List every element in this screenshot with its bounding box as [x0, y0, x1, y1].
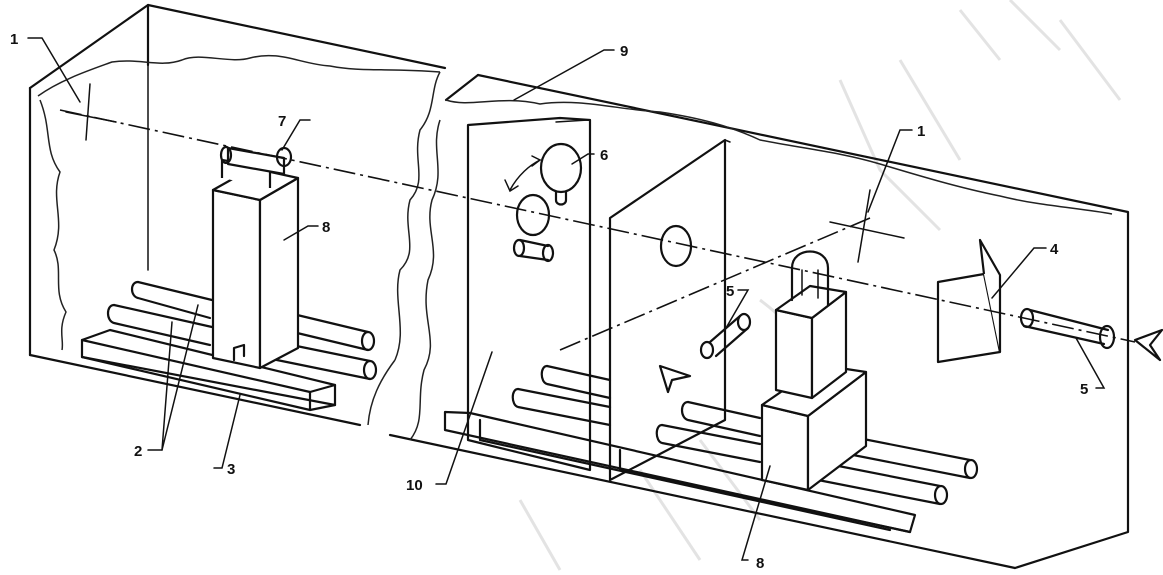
back-panel: [608, 138, 731, 482]
right-room: [388, 73, 1130, 570]
viewing-tubes: [699, 307, 1116, 360]
label-1-left: 1: [10, 31, 18, 48]
part-labels: 1 1 2 3 4 5 5 6 7 8 8 9 10: [10, 31, 1088, 572]
optical-axis: [59, 83, 1136, 351]
partition-panel: [466, 116, 592, 472]
label-5-right: 5: [1080, 381, 1088, 398]
label-1-right: 1: [917, 123, 925, 140]
label-7: 7: [278, 113, 286, 130]
label-6: 6: [600, 147, 608, 164]
observer-markers: [658, 328, 1163, 394]
label-9: 9: [620, 43, 628, 60]
leader-lines: [27, 37, 1106, 561]
label-8-right: 8: [756, 555, 764, 572]
right-stand: [760, 250, 868, 492]
label-2: 2: [134, 443, 142, 460]
left-rail: [80, 328, 337, 412]
label-8-left: 8: [322, 219, 330, 236]
screen: [936, 238, 1002, 364]
left-room: [28, 3, 447, 427]
label-4: 4: [1050, 241, 1059, 258]
label-3: 3: [227, 461, 235, 478]
right-bars: [511, 364, 979, 506]
label-10: 10: [406, 477, 423, 494]
right-rail: [443, 410, 917, 534]
label-5-left: 5: [726, 283, 734, 300]
left-column-stand: [211, 145, 300, 370]
lamp: [504, 142, 583, 206]
